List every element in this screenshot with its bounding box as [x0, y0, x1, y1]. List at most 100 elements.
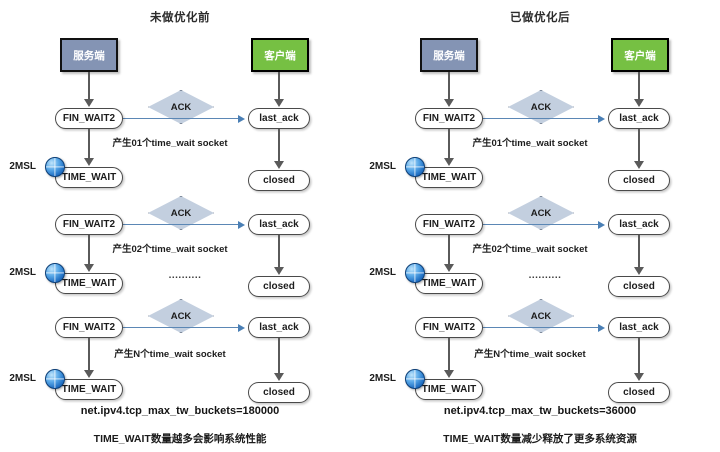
state-time-wait-3: TIME_WAIT — [55, 379, 123, 400]
footer-note: TIME_WAIT数量减少释放了更多系统资源 — [443, 433, 637, 445]
flow-arrow-left-2 — [444, 264, 454, 272]
ack-arrow-head-3 — [598, 324, 605, 332]
socket-count-label-2: 产生02个time_wait socket — [472, 244, 588, 255]
flow-line-right-1 — [278, 129, 280, 162]
flow-arrow-server-top — [84, 99, 94, 107]
flow-line-server-top — [448, 72, 450, 100]
msl-label-1: 2MSL — [369, 161, 396, 172]
globe-clock-icon-3 — [45, 369, 65, 389]
ack-arrow-line-3 — [483, 327, 600, 329]
ack-label: ACK — [530, 101, 552, 113]
ack-arrow-head-2 — [598, 221, 605, 229]
flow-arrow-client-top — [274, 99, 284, 107]
flow-line-left-1 — [448, 129, 450, 159]
flow-arrow-left-3 — [444, 370, 454, 378]
state-time-wait-2: TIME_WAIT — [415, 273, 483, 294]
socket-count-label-1: 产生01个time_wait socket — [472, 138, 588, 149]
flow-arrow-right-3 — [634, 373, 644, 381]
state-closed-3: closed — [248, 382, 310, 403]
state-fin-wait2-2: FIN_WAIT2 — [415, 214, 483, 235]
flow-line-right-3 — [278, 338, 280, 374]
flow-arrow-left-1 — [444, 158, 454, 166]
ack-arrow-line-3 — [123, 327, 240, 329]
ack-arrow-head-1 — [598, 115, 605, 123]
globe-clock-icon-1 — [45, 157, 65, 177]
flow-arrow-right-1 — [634, 161, 644, 169]
ack-arrow-line-1 — [483, 118, 600, 120]
flow-arrow-left-1 — [84, 158, 94, 166]
msl-label-2: 2MSL — [9, 267, 36, 278]
flow-arrow-left-3 — [84, 370, 94, 378]
repeat-ellipsis: .......... — [168, 270, 202, 281]
state-time-wait-1: TIME_WAIT — [55, 167, 123, 188]
state-closed-1: closed — [248, 170, 310, 191]
actor-server-box: 服务端 — [420, 38, 478, 72]
flow-arrow-left-2 — [84, 264, 94, 272]
flow-line-right-2 — [638, 235, 640, 268]
state-last-ack-2: last_ack — [608, 214, 670, 235]
ack-label: ACK — [170, 207, 192, 219]
ack-label: ACK — [170, 101, 192, 113]
ack-arrow-line-2 — [483, 224, 600, 226]
state-fin-wait2-2: FIN_WAIT2 — [55, 214, 123, 235]
state-closed-1: closed — [608, 170, 670, 191]
state-last-ack-1: last_ack — [608, 108, 670, 129]
flow-arrow-right-2 — [274, 267, 284, 275]
socket-count-label-3: 产生N个time_wait socket — [114, 349, 226, 360]
flow-line-left-1 — [88, 129, 90, 159]
state-last-ack-3: last_ack — [608, 317, 670, 338]
state-time-wait-2: TIME_WAIT — [55, 273, 123, 294]
flow-line-right-3 — [638, 338, 640, 374]
flow-arrow-client-top — [634, 99, 644, 107]
state-fin-wait2-1: FIN_WAIT2 — [415, 108, 483, 129]
state-last-ack-2: last_ack — [248, 214, 310, 235]
globe-clock-icon-3 — [405, 369, 425, 389]
footer-sysctl-command: net.ipv4.tcp_max_tw_buckets=36000 — [443, 405, 637, 417]
state-time-wait-3: TIME_WAIT — [415, 379, 483, 400]
socket-count-label-2: 产生02个time_wait socket — [112, 244, 228, 255]
flow-arrow-server-top — [444, 99, 454, 107]
flow-line-left-2 — [88, 235, 90, 265]
flow-line-left-3 — [88, 338, 90, 371]
ack-label: ACK — [170, 310, 192, 322]
ack-arrow-head-1 — [238, 115, 245, 123]
ack-arrow-head-3 — [238, 324, 245, 332]
socket-count-label-3: 产生N个time_wait socket — [474, 349, 586, 360]
state-closed-2: closed — [608, 276, 670, 297]
state-fin-wait2-3: FIN_WAIT2 — [55, 317, 123, 338]
state-closed-3: closed — [608, 382, 670, 403]
flow-arrow-right-1 — [274, 161, 284, 169]
msl-label-3: 2MSL — [9, 373, 36, 384]
ack-arrow-line-2 — [123, 224, 240, 226]
panel-title: 已做优化后 — [510, 12, 570, 24]
footer-note: TIME_WAIT数量越多会影响系统性能 — [93, 433, 267, 445]
flow-arrow-right-2 — [634, 267, 644, 275]
flow-arrow-right-3 — [274, 373, 284, 381]
ack-arrow-head-2 — [238, 221, 245, 229]
msl-label-1: 2MSL — [9, 161, 36, 172]
state-closed-2: closed — [248, 276, 310, 297]
state-time-wait-1: TIME_WAIT — [415, 167, 483, 188]
globe-clock-icon-2 — [45, 263, 65, 283]
flow-line-right-1 — [638, 129, 640, 162]
ack-label: ACK — [530, 207, 552, 219]
msl-label-2: 2MSL — [369, 267, 396, 278]
state-last-ack-3: last_ack — [248, 317, 310, 338]
ack-label: ACK — [530, 310, 552, 322]
ack-arrow-line-1 — [123, 118, 240, 120]
flow-line-right-2 — [278, 235, 280, 268]
actor-client-box: 客户端 — [251, 38, 309, 72]
flow-line-server-top — [88, 72, 90, 100]
msl-label-3: 2MSL — [369, 373, 396, 384]
footer-sysctl-command: net.ipv4.tcp_max_tw_buckets=180000 — [80, 405, 280, 417]
flow-line-left-3 — [448, 338, 450, 371]
socket-count-label-1: 产生01个time_wait socket — [112, 138, 228, 149]
actor-server-box: 服务端 — [60, 38, 118, 72]
actor-client-box: 客户端 — [611, 38, 669, 72]
flow-line-left-2 — [448, 235, 450, 265]
state-fin-wait2-3: FIN_WAIT2 — [415, 317, 483, 338]
panel-title: 未做优化前 — [150, 12, 210, 24]
repeat-ellipsis: .......... — [528, 270, 562, 281]
